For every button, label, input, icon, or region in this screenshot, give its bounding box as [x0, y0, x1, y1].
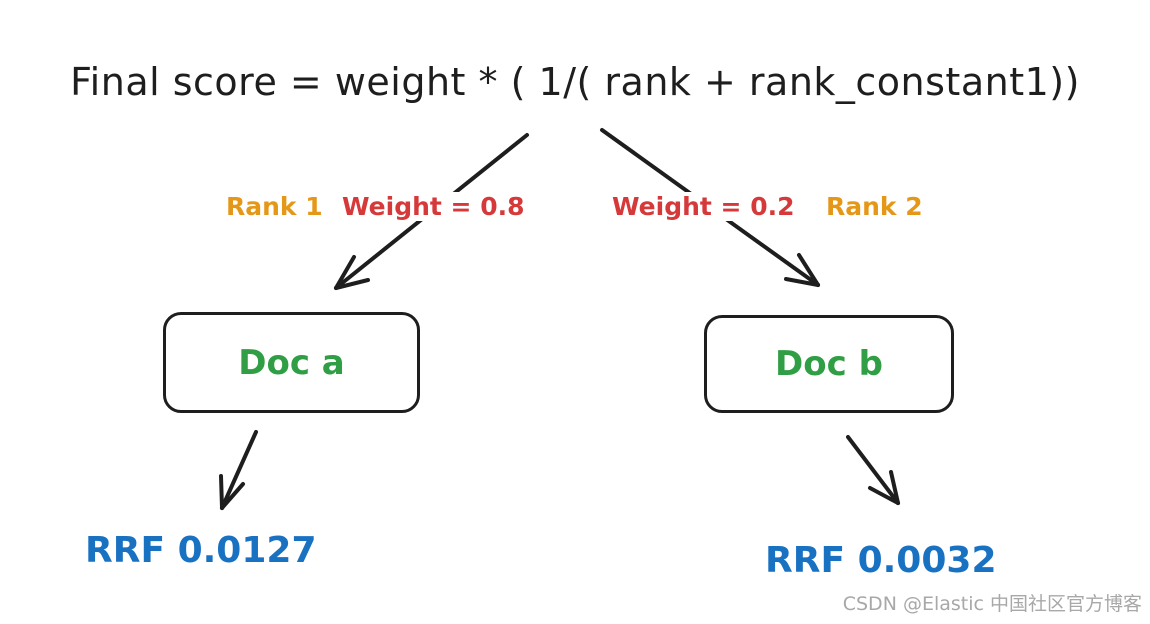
doc-a-label: Doc a: [238, 342, 345, 383]
rank-2-label: Rank 2: [822, 192, 927, 221]
arrow-doc-a-to-rrf: [219, 430, 258, 510]
rrf-doc-a-value: RRF 0.0127: [85, 530, 317, 571]
rrf-doc-b-value: RRF 0.0032: [765, 540, 997, 581]
weight-0-8-label: Weight = 0.8: [338, 192, 529, 221]
arrow-doc-b-to-rrf: [846, 435, 900, 505]
doc-b-label: Doc b: [775, 344, 883, 384]
weight-0-2-label: Weight = 0.2: [608, 192, 799, 221]
watermark-text: CSDN @Elastic 中国社区官方博客: [842, 593, 1142, 615]
formula-text: Final score = weight * ( 1/( rank + rank…: [70, 60, 1080, 104]
rank-1-label: Rank 1: [222, 192, 327, 221]
doc-a-box: Doc a: [163, 312, 420, 413]
doc-b-box: Doc b: [704, 315, 954, 413]
